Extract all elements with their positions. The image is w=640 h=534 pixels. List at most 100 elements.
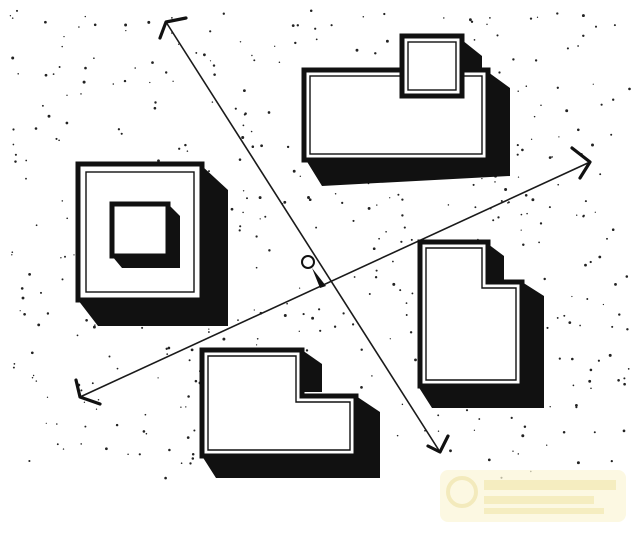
stipple-dot	[76, 334, 79, 337]
stipple-dot	[12, 128, 15, 131]
stipple-dot	[586, 298, 589, 300]
stipple-dot	[66, 94, 68, 97]
stipple-dot	[549, 406, 551, 408]
stipple-dot	[530, 138, 533, 140]
stipple-dot	[62, 448, 65, 450]
stipple-dot	[238, 158, 242, 161]
stipple-dot	[524, 194, 528, 197]
stipple-dot	[127, 453, 129, 455]
stipple-dot	[117, 128, 121, 131]
stipple-dot	[46, 312, 50, 315]
stipple-dot	[268, 249, 271, 252]
stipple-dot	[577, 128, 580, 132]
stipple-dot	[195, 51, 198, 54]
stipple-dot	[189, 462, 192, 465]
stipple-dot	[392, 260, 394, 263]
stipple-dot	[589, 368, 593, 372]
stipple-dot	[556, 316, 559, 319]
stipple-dot	[589, 260, 592, 264]
stipple-dot	[372, 247, 376, 251]
stipple-dot	[286, 302, 288, 305]
stipple-dot	[608, 353, 612, 357]
stipple-dot	[611, 228, 615, 231]
stipple-dot	[45, 422, 47, 424]
stipple-dot	[473, 429, 476, 431]
axis-line-b	[74, 146, 592, 406]
stipple-dot	[251, 54, 253, 57]
center-pivot	[301, 255, 326, 288]
stipple-dot	[375, 269, 378, 272]
stipple-dot	[149, 81, 151, 84]
stipple-dot	[55, 423, 58, 425]
axis-line-a	[158, 16, 450, 454]
stipple-dot	[521, 434, 525, 438]
stipple-dot	[397, 193, 400, 196]
stipple-dot	[584, 200, 587, 203]
stipple-dot	[355, 48, 359, 52]
stipple-dot	[622, 429, 626, 433]
stipple-dot	[494, 181, 496, 183]
stipple-dot	[351, 323, 355, 326]
stipple-dot	[28, 273, 31, 276]
stipple-dot	[469, 18, 472, 22]
stipple-dot	[15, 9, 19, 12]
stipple-dot	[35, 224, 38, 227]
stipple-dot	[617, 379, 620, 382]
stipple-dot	[255, 266, 258, 269]
stipple-dot	[526, 212, 528, 215]
stipple-dot	[82, 80, 86, 84]
stipple-dot	[563, 314, 566, 317]
stipple-dot	[399, 289, 402, 292]
stipple-dot	[168, 448, 171, 452]
stipple-dot	[385, 39, 389, 43]
stipple-dot	[278, 61, 281, 63]
stipple-dot	[367, 206, 371, 210]
stipple-dot	[575, 404, 578, 407]
stipple-dot	[153, 106, 157, 110]
stipple-dot	[19, 310, 21, 312]
stipple-dot	[147, 20, 151, 24]
stipple-dot	[496, 34, 499, 37]
stipple-dot	[529, 17, 533, 20]
stipple-dot	[11, 17, 14, 19]
stipple-dot	[556, 86, 559, 89]
stipple-dot	[371, 375, 373, 377]
stipple-dot	[311, 316, 315, 320]
arrow-head-right	[570, 146, 592, 180]
stipple-dot	[93, 23, 97, 27]
stipple-dot	[14, 160, 17, 163]
stipple-dot	[138, 453, 141, 456]
stipple-dot	[558, 136, 560, 138]
stipple-dot	[108, 355, 111, 358]
building-right	[417, 239, 544, 408]
stipple-dot	[517, 176, 520, 178]
stipple-dot	[623, 382, 626, 386]
watermark-logo	[440, 470, 626, 522]
stipple-dot	[600, 103, 603, 106]
stipple-dot	[180, 406, 182, 408]
stipple-dot	[401, 403, 404, 406]
building-top	[301, 33, 510, 186]
stipple-dot	[540, 104, 542, 107]
stipple-dot	[253, 309, 255, 311]
stipple-dot	[78, 26, 80, 28]
stipple-dot	[534, 59, 538, 62]
stipple-dot	[623, 377, 626, 380]
stipple-dot	[73, 254, 75, 256]
stipple-dot	[91, 382, 94, 385]
stipple-dot	[392, 282, 396, 286]
stipple-dot	[124, 23, 128, 27]
stipple-dot	[368, 293, 371, 295]
stipple-dot	[178, 147, 181, 150]
stipple-dot	[66, 217, 69, 220]
stipple-dot	[63, 35, 65, 38]
stipple-dot	[487, 458, 491, 462]
stipple-dot	[315, 38, 318, 41]
stipple-dot	[180, 462, 183, 465]
stipple-dot	[94, 324, 96, 326]
stipple-dot	[374, 52, 377, 55]
stipple-dot	[283, 200, 287, 204]
stipple-dot	[341, 201, 344, 205]
stipple-dot	[618, 313, 621, 316]
stipple-dot	[602, 303, 605, 306]
